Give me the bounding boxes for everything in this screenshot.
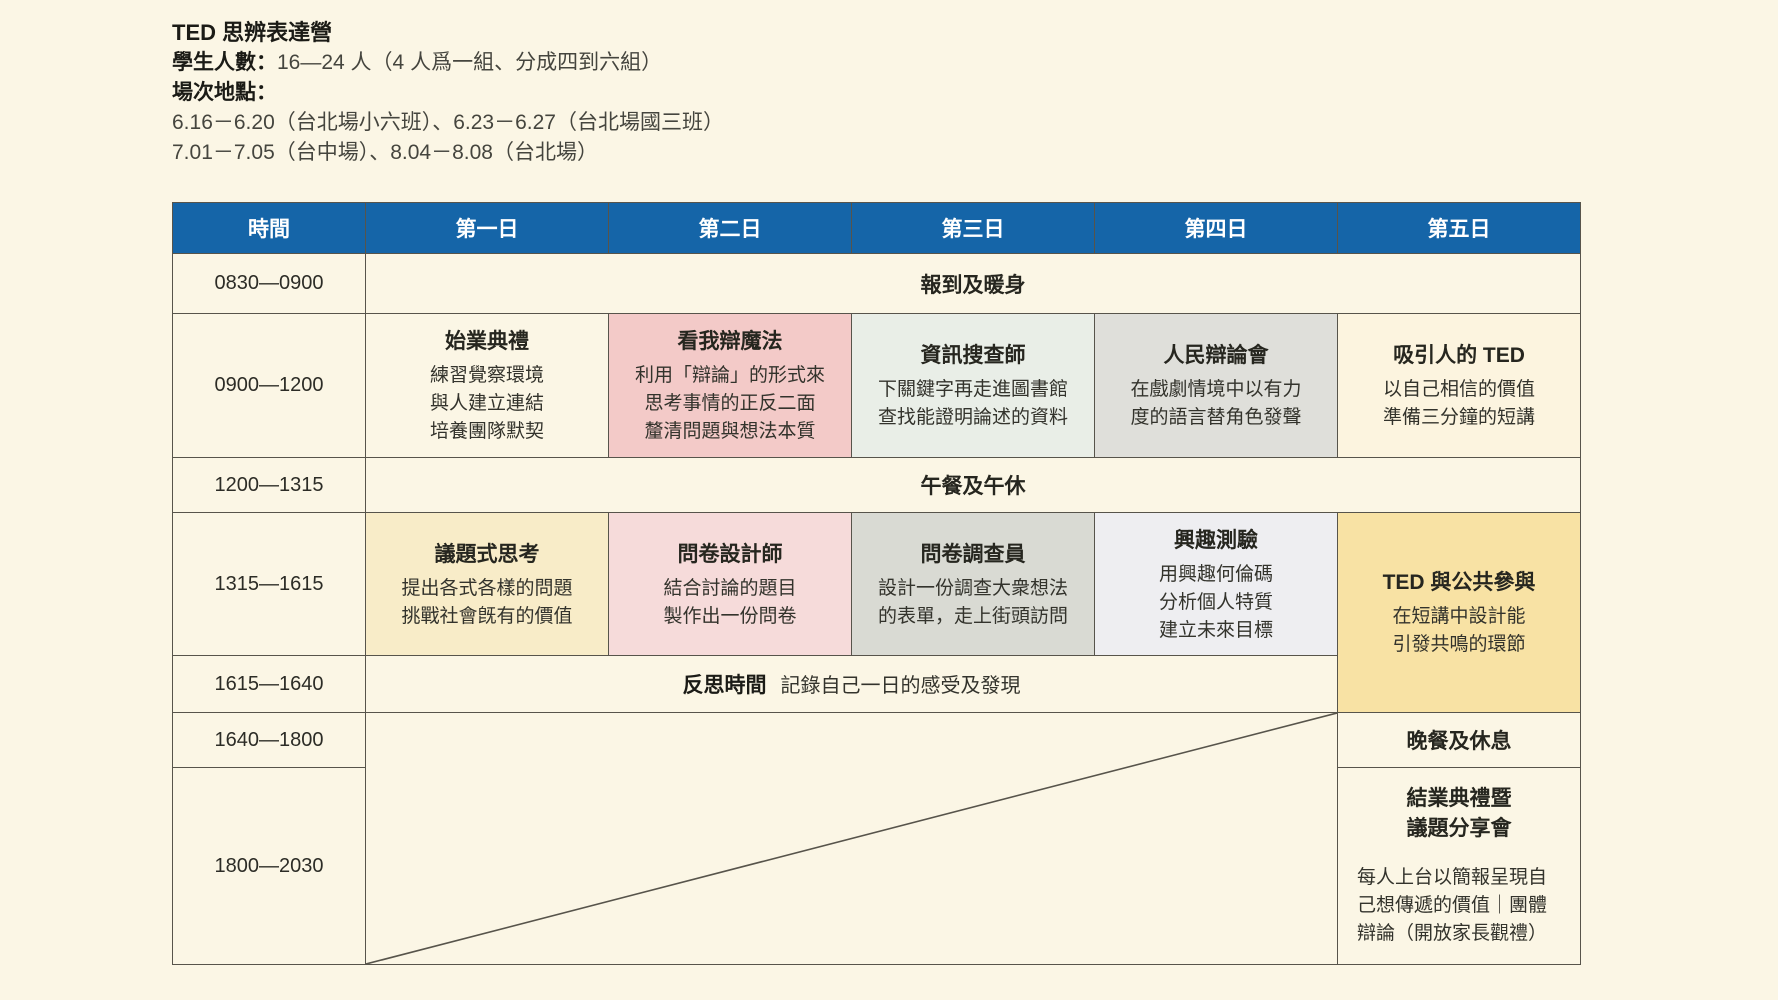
- dinner-cell: 晚餐及休息: [1337, 712, 1581, 768]
- activity-day2-afternoon: 問卷設計師 結合討論的題目 製作出一份問卷: [608, 512, 852, 656]
- time-0900-1200: 0900—1200: [172, 313, 366, 458]
- activity-day1-afternoon: 議題式思考 提出各式各樣的問題 挑戰社會旣有的價值: [365, 512, 609, 656]
- activity-title: 看我辯魔法: [677, 330, 783, 353]
- activity-title: 問卷設計師: [677, 542, 783, 566]
- activity-line: 下關鍵字再走進圖書館: [877, 379, 1068, 400]
- reflection-cell: 反思時間記錄自己一日的感受及發現: [365, 655, 1338, 713]
- row-1800: 1800—2030 結業典禮暨 議題分享會 每人上台以簡報呈現自 己想傳遞的價值…: [172, 767, 1581, 965]
- time-1200-1315: 1200—1315: [172, 457, 366, 513]
- row-0900: 0900—1200 始業典禮 練習覺察環境 與人建立連結 培養團隊默契 看我辯魔…: [172, 313, 1581, 458]
- col-header-day1: 第一日: [365, 202, 609, 254]
- activity-title: 人民辯論會: [1163, 344, 1269, 367]
- activity-title: 資訊搜查師: [920, 344, 1026, 367]
- activity-day4-morning: 人民辯論會 在戲劇情境中以有力 度的語言替角色發聲: [1094, 313, 1338, 458]
- col-header-time: 時間: [172, 202, 366, 254]
- row-1615: 1615—1640 反思時間記錄自己一日的感受及發現: [172, 655, 1581, 713]
- activity-line: 分析個人特質: [1158, 591, 1273, 613]
- activity-line: 提出各式各樣的問題: [401, 577, 573, 599]
- activity-day4-afternoon: 興趣測驗 用興趣何倫碼 分析個人特質 建立未來目標: [1094, 512, 1338, 656]
- time-1615-1640: 1615—1640: [172, 655, 366, 713]
- activity-line: 結合討論的題目: [663, 577, 797, 599]
- header-row: 時間 第一日 第二日 第三日 第四日 第五日: [172, 202, 1581, 254]
- diagonal-line: [366, 713, 1337, 964]
- closing-body-line: 每人上台以簡報呈現自: [1357, 867, 1548, 888]
- reflection-body: 記錄自己一日的感受及發現: [780, 675, 1021, 697]
- activity-day3-afternoon: 問卷調查員 設計一份調查大衆想法 的表單，走上街頭訪問: [851, 512, 1095, 656]
- activity-line: 在戲劇情境中以有力: [1130, 379, 1302, 400]
- row-0830: 0830—0900 報到及暖身: [172, 253, 1581, 314]
- activity-line: 釐清問題與想法本質: [644, 421, 816, 442]
- activity-line: 思考事情的正反二面: [644, 393, 816, 414]
- activity-line: 在短講中設計能: [1392, 606, 1526, 627]
- camp-info-block: TED 思辨表達營 學生人數：16—24 人（4 人爲一組、分成四到六組） 場次…: [172, 18, 724, 168]
- activity-line: 製作出一份問卷: [663, 605, 797, 627]
- activity-line: 培養團隊默契: [429, 421, 544, 442]
- row-1200: 1200—1315 午餐及午休: [172, 457, 1581, 513]
- activity-title: 興趣測驗: [1174, 528, 1258, 552]
- closing-ceremony-cell: 結業典禮暨 議題分享會 每人上台以簡報呈現自 己想傳遞的價值｜團體 辯論（開放家…: [1337, 767, 1581, 965]
- activity-line: 建立未來目標: [1158, 619, 1273, 641]
- time-1315-1615: 1315—1615: [172, 512, 366, 656]
- venues-line-2: 7.01－7.05（台中場）、8.04－8.08（台北場）: [172, 141, 598, 164]
- activity-line: 準備三分鐘的短講: [1382, 407, 1535, 428]
- row-1640: 1640—1800 晚餐及休息: [172, 712, 1581, 965]
- activity-line: 挑戰社會旣有的價值: [401, 605, 573, 627]
- reflection-title: 反思時間: [682, 674, 767, 697]
- venues-label-line: 場次地點：: [172, 78, 724, 108]
- activity-line: 練習覺察環境: [429, 365, 544, 386]
- activity-title: 問卷調查員: [920, 542, 1026, 566]
- venues-line-1: 6.16－6.20（台北場小六班）、6.23－6.27（台北場國三班）: [172, 111, 724, 134]
- col-header-day4: 第四日: [1094, 202, 1338, 254]
- activity-line: 引發共鳴的環節: [1392, 634, 1526, 655]
- activity-day5-ted-public: TED 與公共參與 在短講中設計能 引發共鳴的環節: [1337, 512, 1581, 713]
- time-0830-0900: 0830—0900: [172, 253, 366, 314]
- closing-body-line: 己想傳遞的價值｜團體: [1357, 895, 1548, 916]
- lunch-cell: 午餐及午休: [365, 457, 1581, 513]
- row-1315: 1315—1615 議題式思考 提出各式各樣的問題 挑戰社會旣有的價值 問卷設計…: [172, 512, 1581, 713]
- activity-line: 設計一份調查大衆想法: [877, 577, 1068, 599]
- closing-title-line: 議題分享會: [1406, 817, 1512, 840]
- time-1800-2030: 1800—2030: [172, 767, 366, 965]
- activity-title: 吸引人的 TED: [1393, 344, 1525, 367]
- activity-line: 的表單，走上街頭訪問: [877, 605, 1068, 627]
- activity-title: 議題式思考: [434, 542, 540, 566]
- closing-body-line: 辯論（開放家長觀禮）: [1357, 923, 1548, 944]
- col-header-day2: 第二日: [608, 202, 852, 254]
- activity-line: 利用「辯論」的形式來: [634, 365, 825, 386]
- activity-line: 查找能證明論述的資料: [877, 407, 1068, 428]
- time-1640-1800: 1640—1800: [172, 712, 366, 768]
- activity-title: 始業典禮: [445, 330, 529, 353]
- camp-title: TED 思辨表達營: [172, 20, 333, 45]
- venues-label: 場次地點：: [172, 81, 277, 104]
- checkin-cell: 報到及暖身: [365, 253, 1581, 314]
- activity-day1-morning: 始業典禮 練習覺察環境 與人建立連結 培養團隊默契: [365, 313, 609, 458]
- activity-day2-morning: 看我辯魔法 利用「辯論」的形式來 思考事情的正反二面 釐清問題與想法本質: [608, 313, 852, 458]
- students-label: 學生人數：: [172, 51, 277, 74]
- activity-line: 以自己相信的價值: [1382, 379, 1535, 400]
- activity-line: 用興趣何倫碼: [1158, 563, 1273, 585]
- activity-title: TED 與公共參與: [1382, 571, 1536, 594]
- schedule-table: 時間 第一日 第二日 第三日 第四日 第五日 0830—0900 報到及暖身 0…: [172, 202, 1581, 965]
- activity-day3-morning: 資訊搜查師 下關鍵字再走進圖書館 查找能證明論述的資料: [851, 313, 1095, 458]
- activity-line: 與人建立連結: [429, 393, 544, 414]
- activity-day5-morning: 吸引人的 TED 以自己相信的價值 準備三分鐘的短講: [1337, 313, 1581, 458]
- col-header-day5: 第五日: [1337, 202, 1581, 254]
- activity-line: 度的語言替角色發聲: [1130, 407, 1302, 428]
- students-line: 學生人數：16—24 人（4 人爲一組、分成四到六組）: [172, 48, 724, 78]
- closing-body: 每人上台以簡報呈現自 己想傳遞的價值｜團體 辯論（開放家長觀禮）: [1338, 864, 1580, 948]
- empty-diagonal-cell: [365, 712, 1338, 965]
- col-header-day3: 第三日: [851, 202, 1095, 254]
- students-value: 16—24 人（4 人爲一組、分成四到六組）: [277, 51, 663, 74]
- closing-title-line: 結業典禮暨: [1406, 787, 1512, 810]
